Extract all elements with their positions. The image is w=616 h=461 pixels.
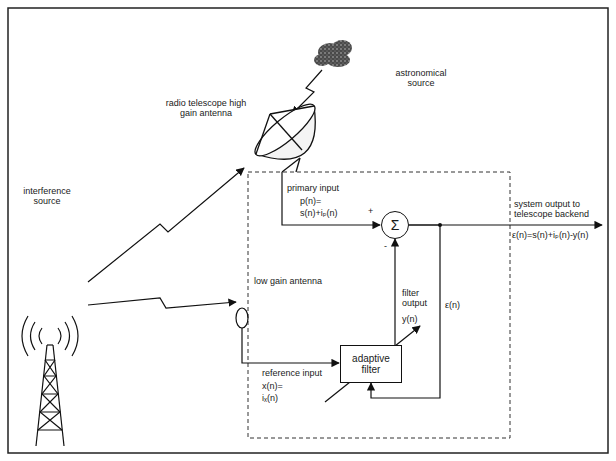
signal-name: iₓ(n) [262,393,278,403]
signal-name: p(n)= [300,196,321,206]
source-label: interference source [14,186,80,207]
dish-antenna [249,97,321,172]
adaptation-arrow [325,326,420,402]
node-text: Σ [391,217,400,233]
interference-bolt [88,298,236,308]
signal-name: s(n)+iₚ(n) [300,208,338,218]
loop-antenna [236,308,248,328]
interference-bolt [88,168,244,282]
sign-mark: - [384,241,387,251]
primary-wire [282,172,380,225]
dashed-enclosure [248,172,510,438]
reference-wire [242,328,339,363]
signal-name: ε(n)=s(n)+iₚ(n)-y(n) [512,230,588,240]
signal-name: reference input [262,368,322,378]
signal-name: y(n) [402,314,418,324]
signal-name: x(n)= [262,381,283,391]
signal-name: filter output [402,288,436,309]
antenna-label: low gain antenna [254,276,322,286]
output-label: system output to telescope backend [514,199,604,220]
summing-junction: Σ [381,211,409,239]
node-text: adaptive filter [346,353,396,376]
transmitter-tower [22,316,78,446]
astronomical-cloud [314,40,352,67]
signal-name: ε(n) [445,300,460,310]
sign-mark: + [368,206,373,216]
antenna-label: radio telescope high gain antenna [158,98,254,119]
outer-frame [8,8,608,453]
source-label: astronomical source [383,68,459,89]
filter-box: adaptive filter [340,345,402,383]
signal-name: primary input [287,183,339,193]
signal-connector [394,239,395,345]
